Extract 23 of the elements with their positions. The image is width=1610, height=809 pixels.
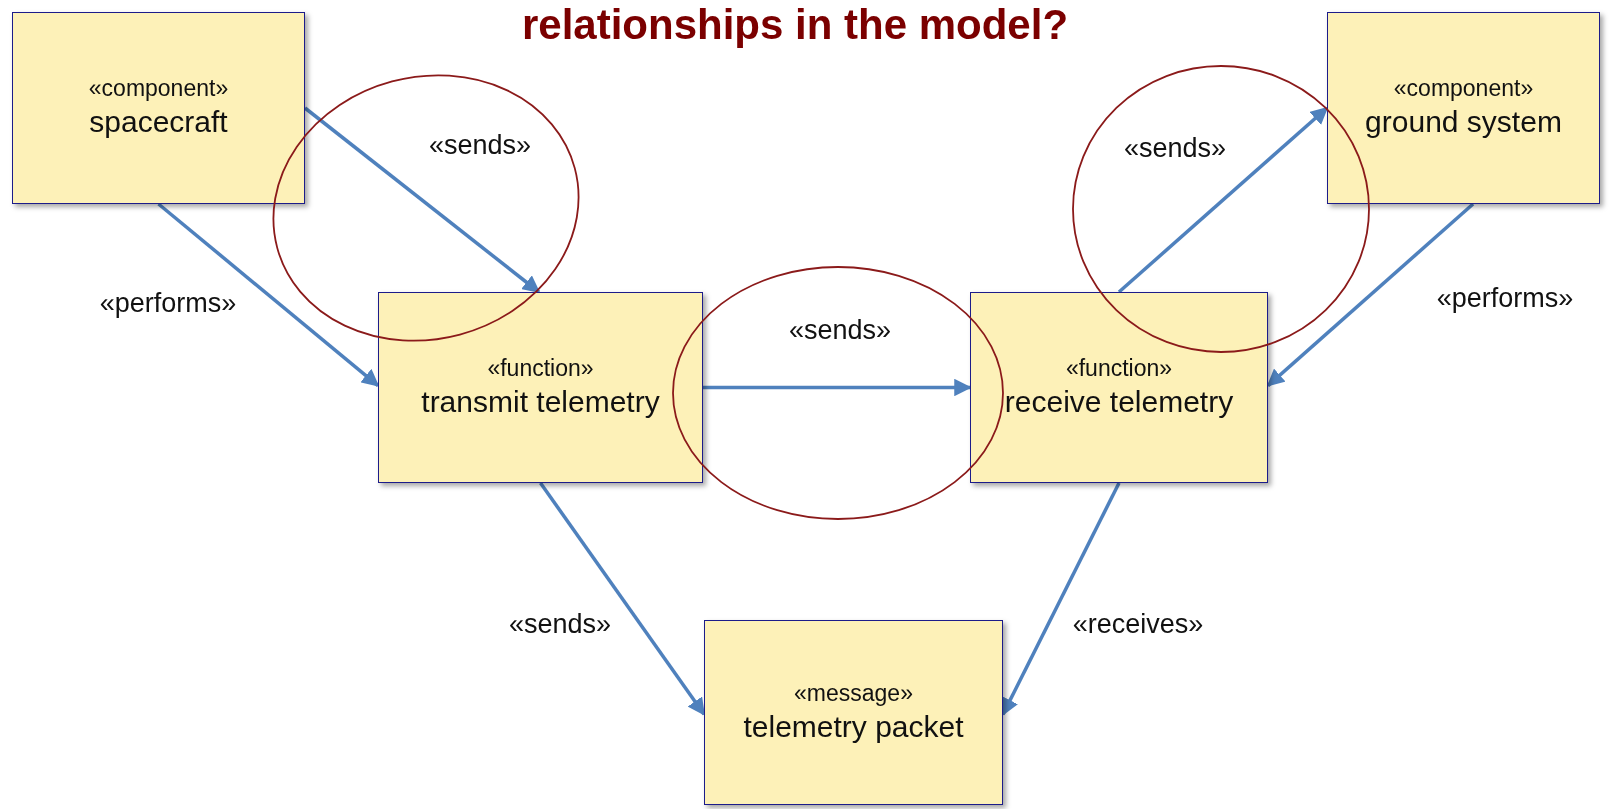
arrow (1266, 202, 1475, 387)
arrow (157, 202, 380, 387)
block-name: receive telemetry (1004, 383, 1234, 420)
uml-block (704, 620, 1003, 805)
arrow (1001, 482, 1121, 716)
stereotype-text: «component» (88, 75, 229, 102)
arrow (303, 106, 541, 294)
stereotype-text: «function» (1065, 354, 1173, 382)
arrow (539, 482, 706, 716)
arrow (703, 378, 972, 397)
stereotype-text: «component» (1393, 75, 1534, 102)
stereotype-text: «message» (794, 679, 913, 707)
block-name: transmit telemetry (421, 383, 660, 420)
block-name: spacecraft (89, 104, 228, 140)
uml-block (378, 292, 703, 483)
uml-block (1327, 12, 1600, 204)
slide-title: relationships in the model? (520, 0, 1070, 50)
stereotype-text: «function» (487, 354, 594, 382)
uml-block (970, 292, 1268, 483)
block-name: ground system (1365, 104, 1562, 140)
block-name: telemetry packet (743, 708, 964, 745)
uml-block (12, 12, 305, 204)
arrow (1117, 106, 1329, 294)
